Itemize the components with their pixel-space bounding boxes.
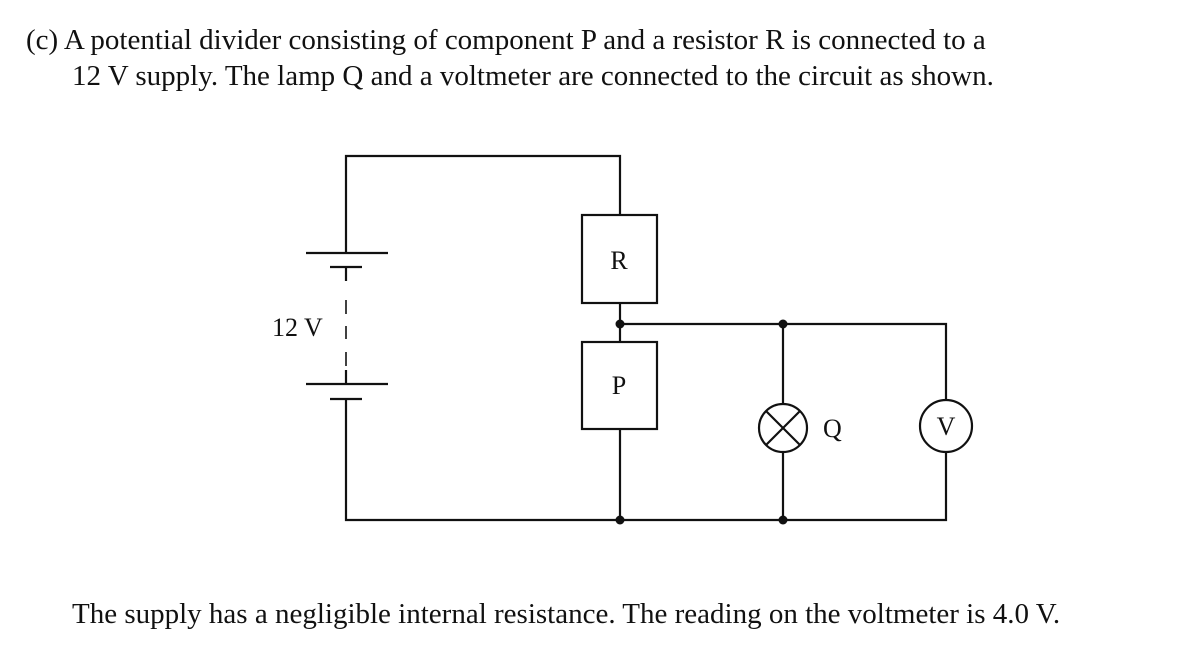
junction-dots bbox=[615, 319, 788, 525]
resistor-r-label: R bbox=[610, 246, 628, 275]
battery-symbol bbox=[306, 251, 388, 401]
supply-label: 12 V bbox=[272, 313, 323, 342]
footer-text: The supply has a negligible internal res… bbox=[72, 598, 1061, 630]
wire-parallel-top bbox=[620, 322, 948, 400]
question-line-2: 12 V supply. The lamp Q and a voltmeter … bbox=[72, 60, 994, 92]
lamp-q-label: Q bbox=[823, 414, 842, 443]
question-text: (c) A potential divider consisting of co… bbox=[26, 22, 994, 94]
lamp-symbol bbox=[757, 402, 809, 454]
voltmeter-symbol bbox=[918, 398, 974, 454]
component-p-label: P bbox=[612, 371, 626, 400]
question-line-1: (c) A potential divider consisting of co… bbox=[26, 24, 986, 56]
component-p-box bbox=[580, 340, 659, 431]
resistor-r-box bbox=[580, 213, 659, 305]
wire-left-top bbox=[344, 154, 622, 253]
voltmeter-label: V bbox=[937, 412, 956, 441]
wire-left-bottom bbox=[344, 399, 948, 522]
